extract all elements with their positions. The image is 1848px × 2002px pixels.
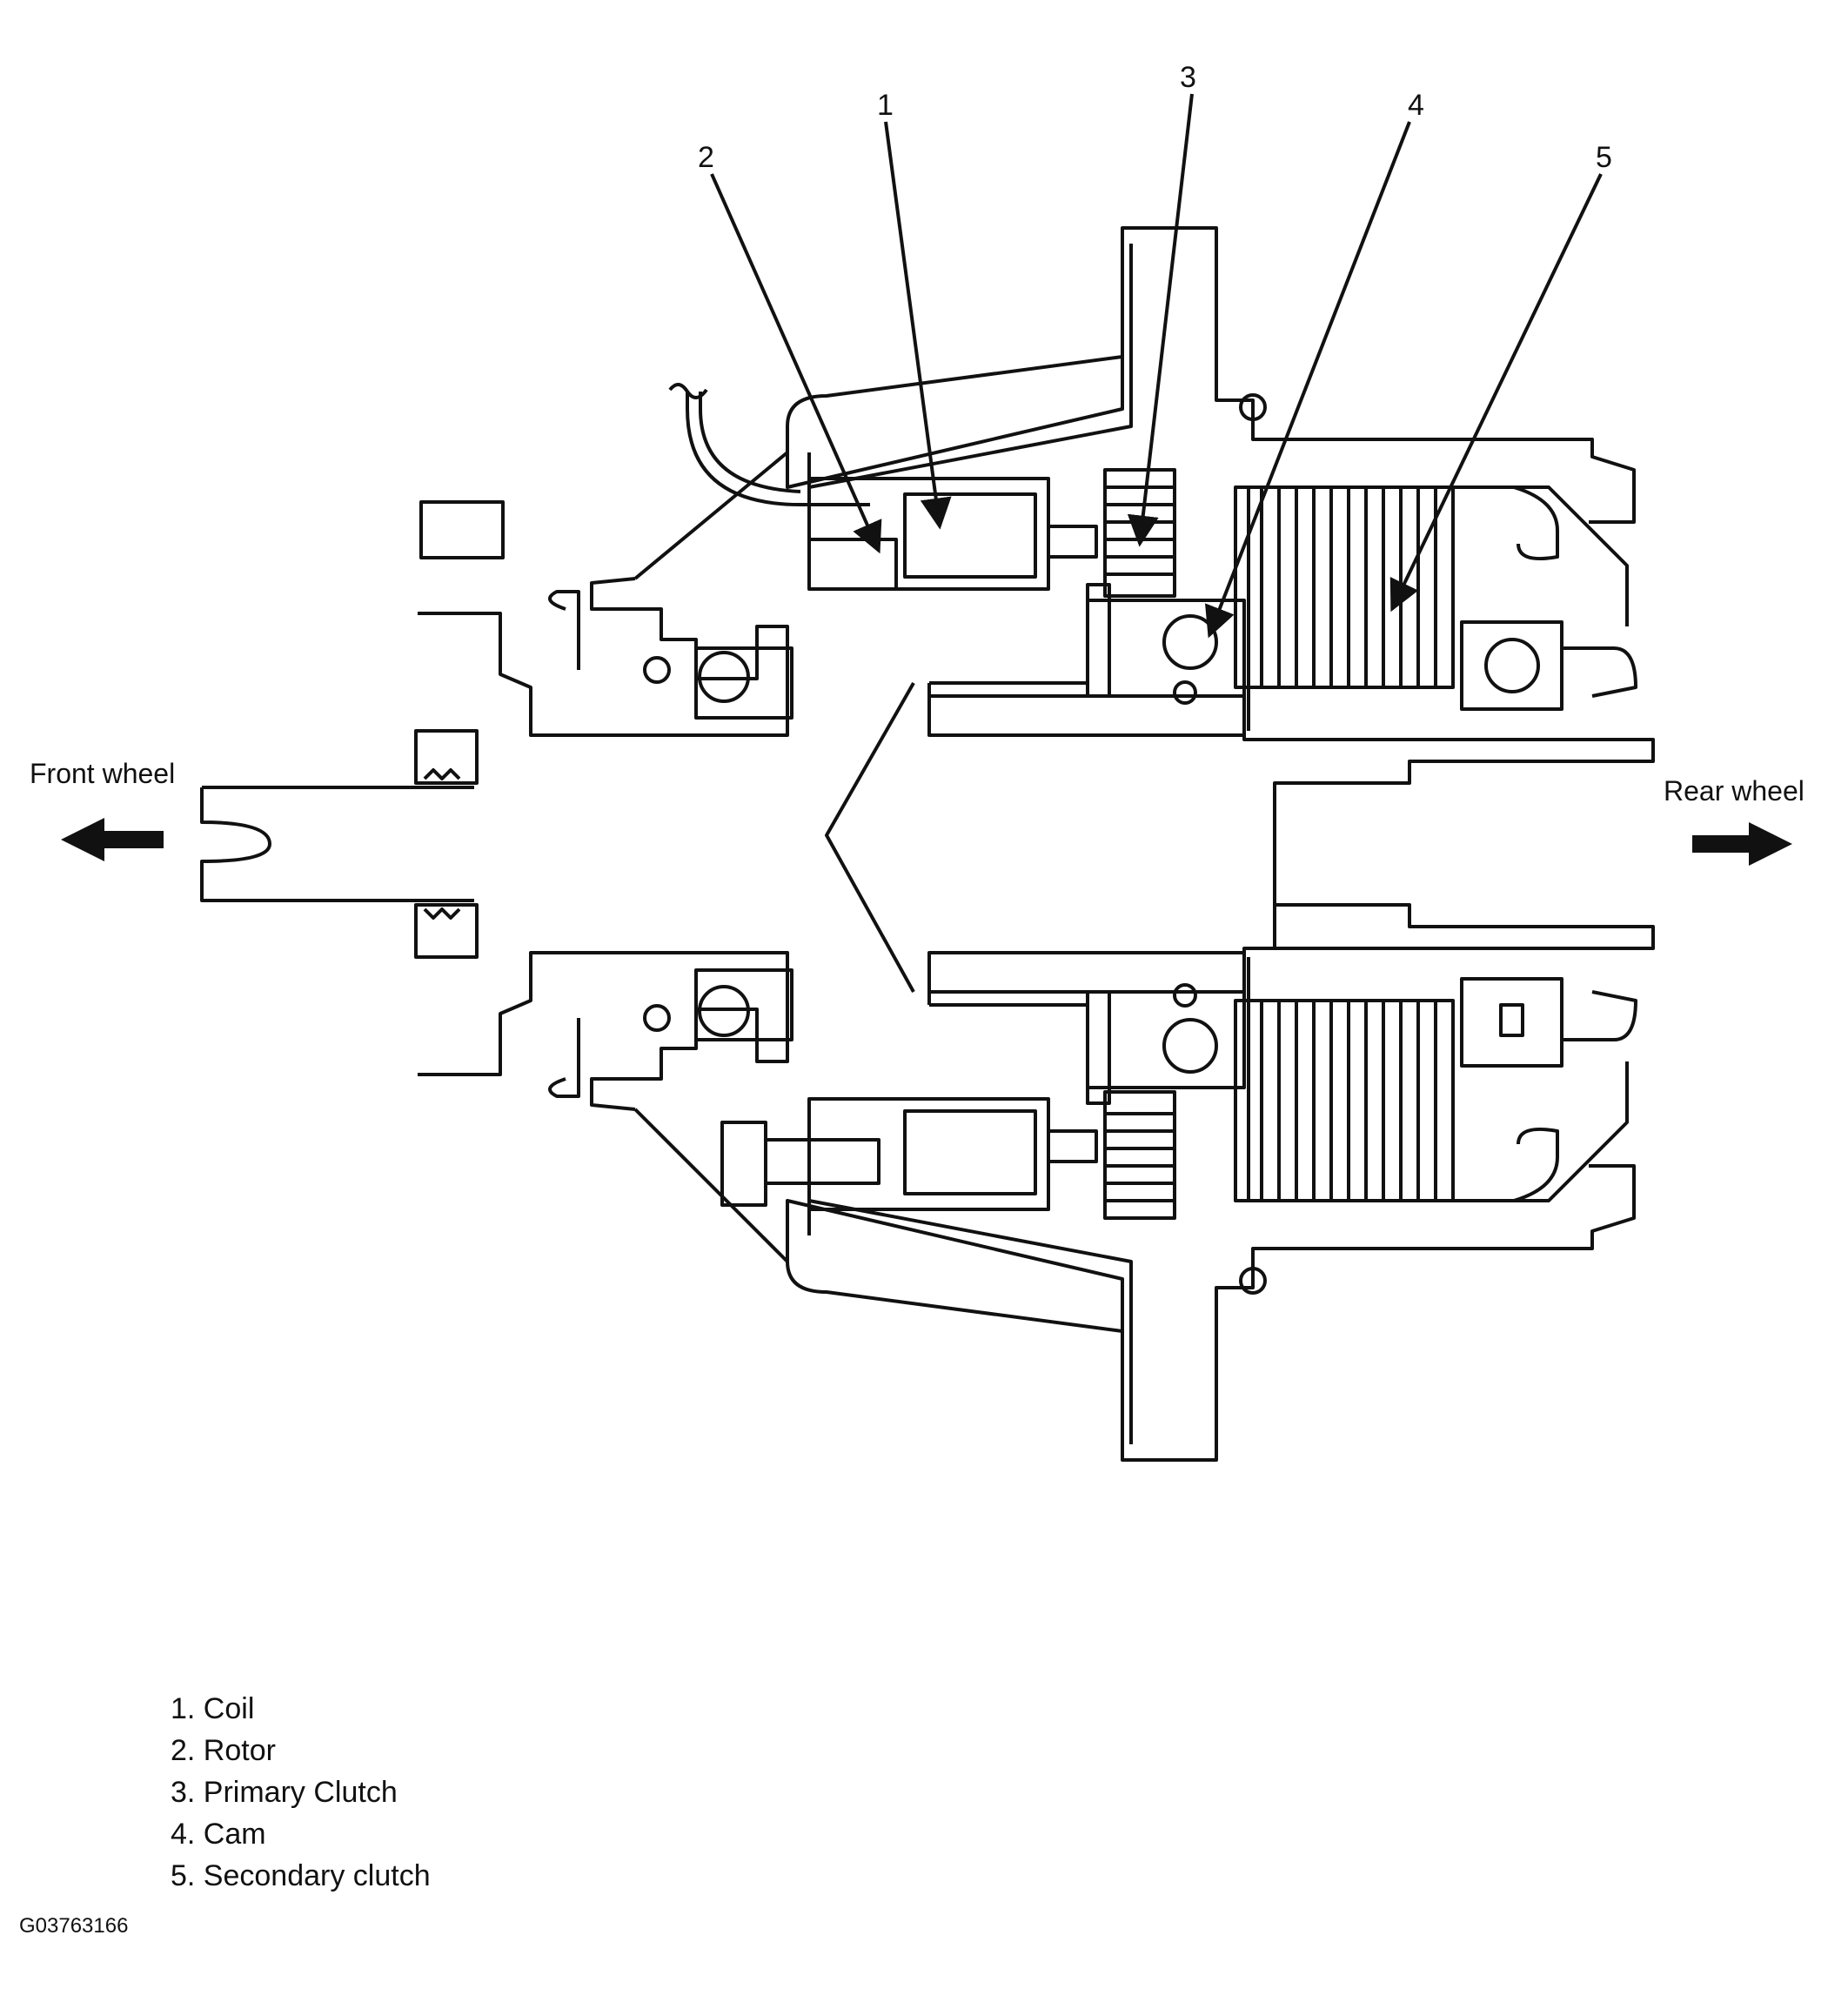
legend-item: 3. Primary Clutch bbox=[171, 1776, 398, 1809]
front-direction-arrow bbox=[61, 818, 164, 861]
upper-housing-inner bbox=[807, 244, 1133, 489]
legend-item: 4. Cam bbox=[171, 1818, 266, 1851]
front-wheel-label: Front wheel bbox=[30, 758, 175, 789]
harness-cable bbox=[686, 392, 870, 506]
rear-bearing-upper bbox=[1460, 620, 1563, 711]
leader-4 bbox=[1204, 121, 1411, 639]
connector-block bbox=[419, 500, 505, 559]
lower-coil-housing bbox=[807, 1097, 1050, 1211]
lower-housing-inner bbox=[807, 1199, 1133, 1444]
leader-1 bbox=[884, 121, 952, 530]
primary-clutch-pack bbox=[1103, 468, 1176, 598]
upper-oring bbox=[1239, 393, 1267, 421]
upper-housing bbox=[786, 226, 1636, 524]
callout-5: 5 bbox=[1596, 141, 1612, 174]
front-bearing-lower bbox=[694, 968, 793, 1041]
legend-item: 2. Rotor bbox=[171, 1734, 276, 1767]
secondary-clutch-pack bbox=[1234, 485, 1455, 689]
cam-ball bbox=[1162, 614, 1218, 670]
coil-housing bbox=[807, 477, 1050, 591]
rear-bearing-lower bbox=[1460, 977, 1563, 1068]
leader-2 bbox=[710, 173, 882, 554]
front-seal-lower bbox=[418, 951, 789, 1111]
front-seal-upper bbox=[418, 577, 789, 737]
front-grip-lower bbox=[414, 903, 479, 959]
rotor-body bbox=[809, 538, 898, 589]
callout-2: 2 bbox=[698, 141, 714, 174]
rear-direction-arrow bbox=[1692, 822, 1792, 866]
front-bearing-upper bbox=[694, 646, 793, 720]
leader-5 bbox=[1389, 173, 1603, 613]
lower-hub bbox=[927, 951, 1244, 1007]
upper-housing-cover bbox=[786, 355, 1123, 427]
lower-housing bbox=[786, 1164, 1636, 1462]
leader-3 bbox=[1127, 93, 1194, 547]
legend-item: 1. Coil bbox=[171, 1692, 255, 1725]
callout-3: 3 bbox=[1180, 61, 1196, 94]
callout-4: 4 bbox=[1408, 89, 1424, 122]
lower-oring bbox=[1239, 1267, 1267, 1295]
lower-secondary-clutch-pack bbox=[1234, 999, 1455, 1202]
lower-nut bbox=[720, 1121, 767, 1207]
coil-winding bbox=[903, 492, 1037, 579]
upper-hub bbox=[927, 681, 1244, 737]
figure-code: G03763166 bbox=[19, 1914, 129, 1938]
front-grip-upper bbox=[414, 729, 479, 785]
front-shaft bbox=[200, 786, 474, 902]
callout-1: 1 bbox=[877, 89, 894, 122]
parts-legend: 1. Coil 2. Rotor 3. Primary Clutch 4. Ca… bbox=[171, 1688, 431, 1897]
rear-wheel-label: Rear wheel bbox=[1664, 775, 1804, 807]
lower-primary-clutch-pack bbox=[1103, 1090, 1176, 1220]
legend-item: 5. Secondary clutch bbox=[171, 1859, 431, 1892]
